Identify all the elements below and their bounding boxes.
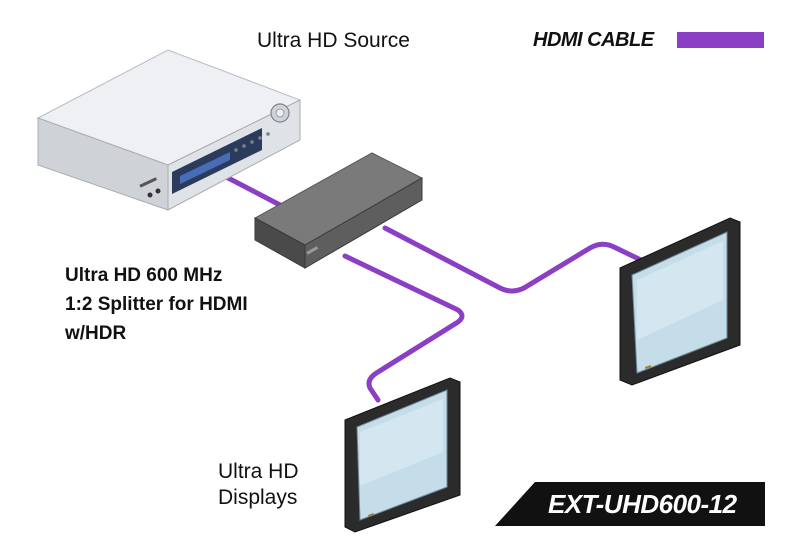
model-badge [495,482,765,526]
splitter-label-line1: Ultra HD 600 MHz [65,265,223,286]
source-label: Ultra HD Source [257,29,410,52]
legend-label: HDMI CABLE [533,29,654,51]
displays-label-line2: Displays [218,486,298,509]
legend-cable-swatch [677,32,764,48]
hdmi-cables [209,167,648,403]
displays-label-line1: Ultra HD [218,460,299,483]
splitter-label: Ultra HD 600 MHz 1:2 Splitter for HDMI w… [65,261,248,348]
ultra-hd-source-device [36,49,302,211]
hdmi-cable-splitter-to-display-left [342,253,465,403]
ultra-hd-display-left [344,377,461,533]
splitter-device [253,152,424,269]
displays-label: Ultra HD Displays [218,459,299,511]
splitter-label-line3: w/HDR [65,323,127,344]
ultra-hd-display-right [619,217,741,386]
model-number: EXT-UHD600-12 [548,489,737,519]
hdmi-cable-splitter-to-display-right [382,225,648,294]
splitter-label-line2: 1:2 Splitter for HDMI [65,294,248,315]
